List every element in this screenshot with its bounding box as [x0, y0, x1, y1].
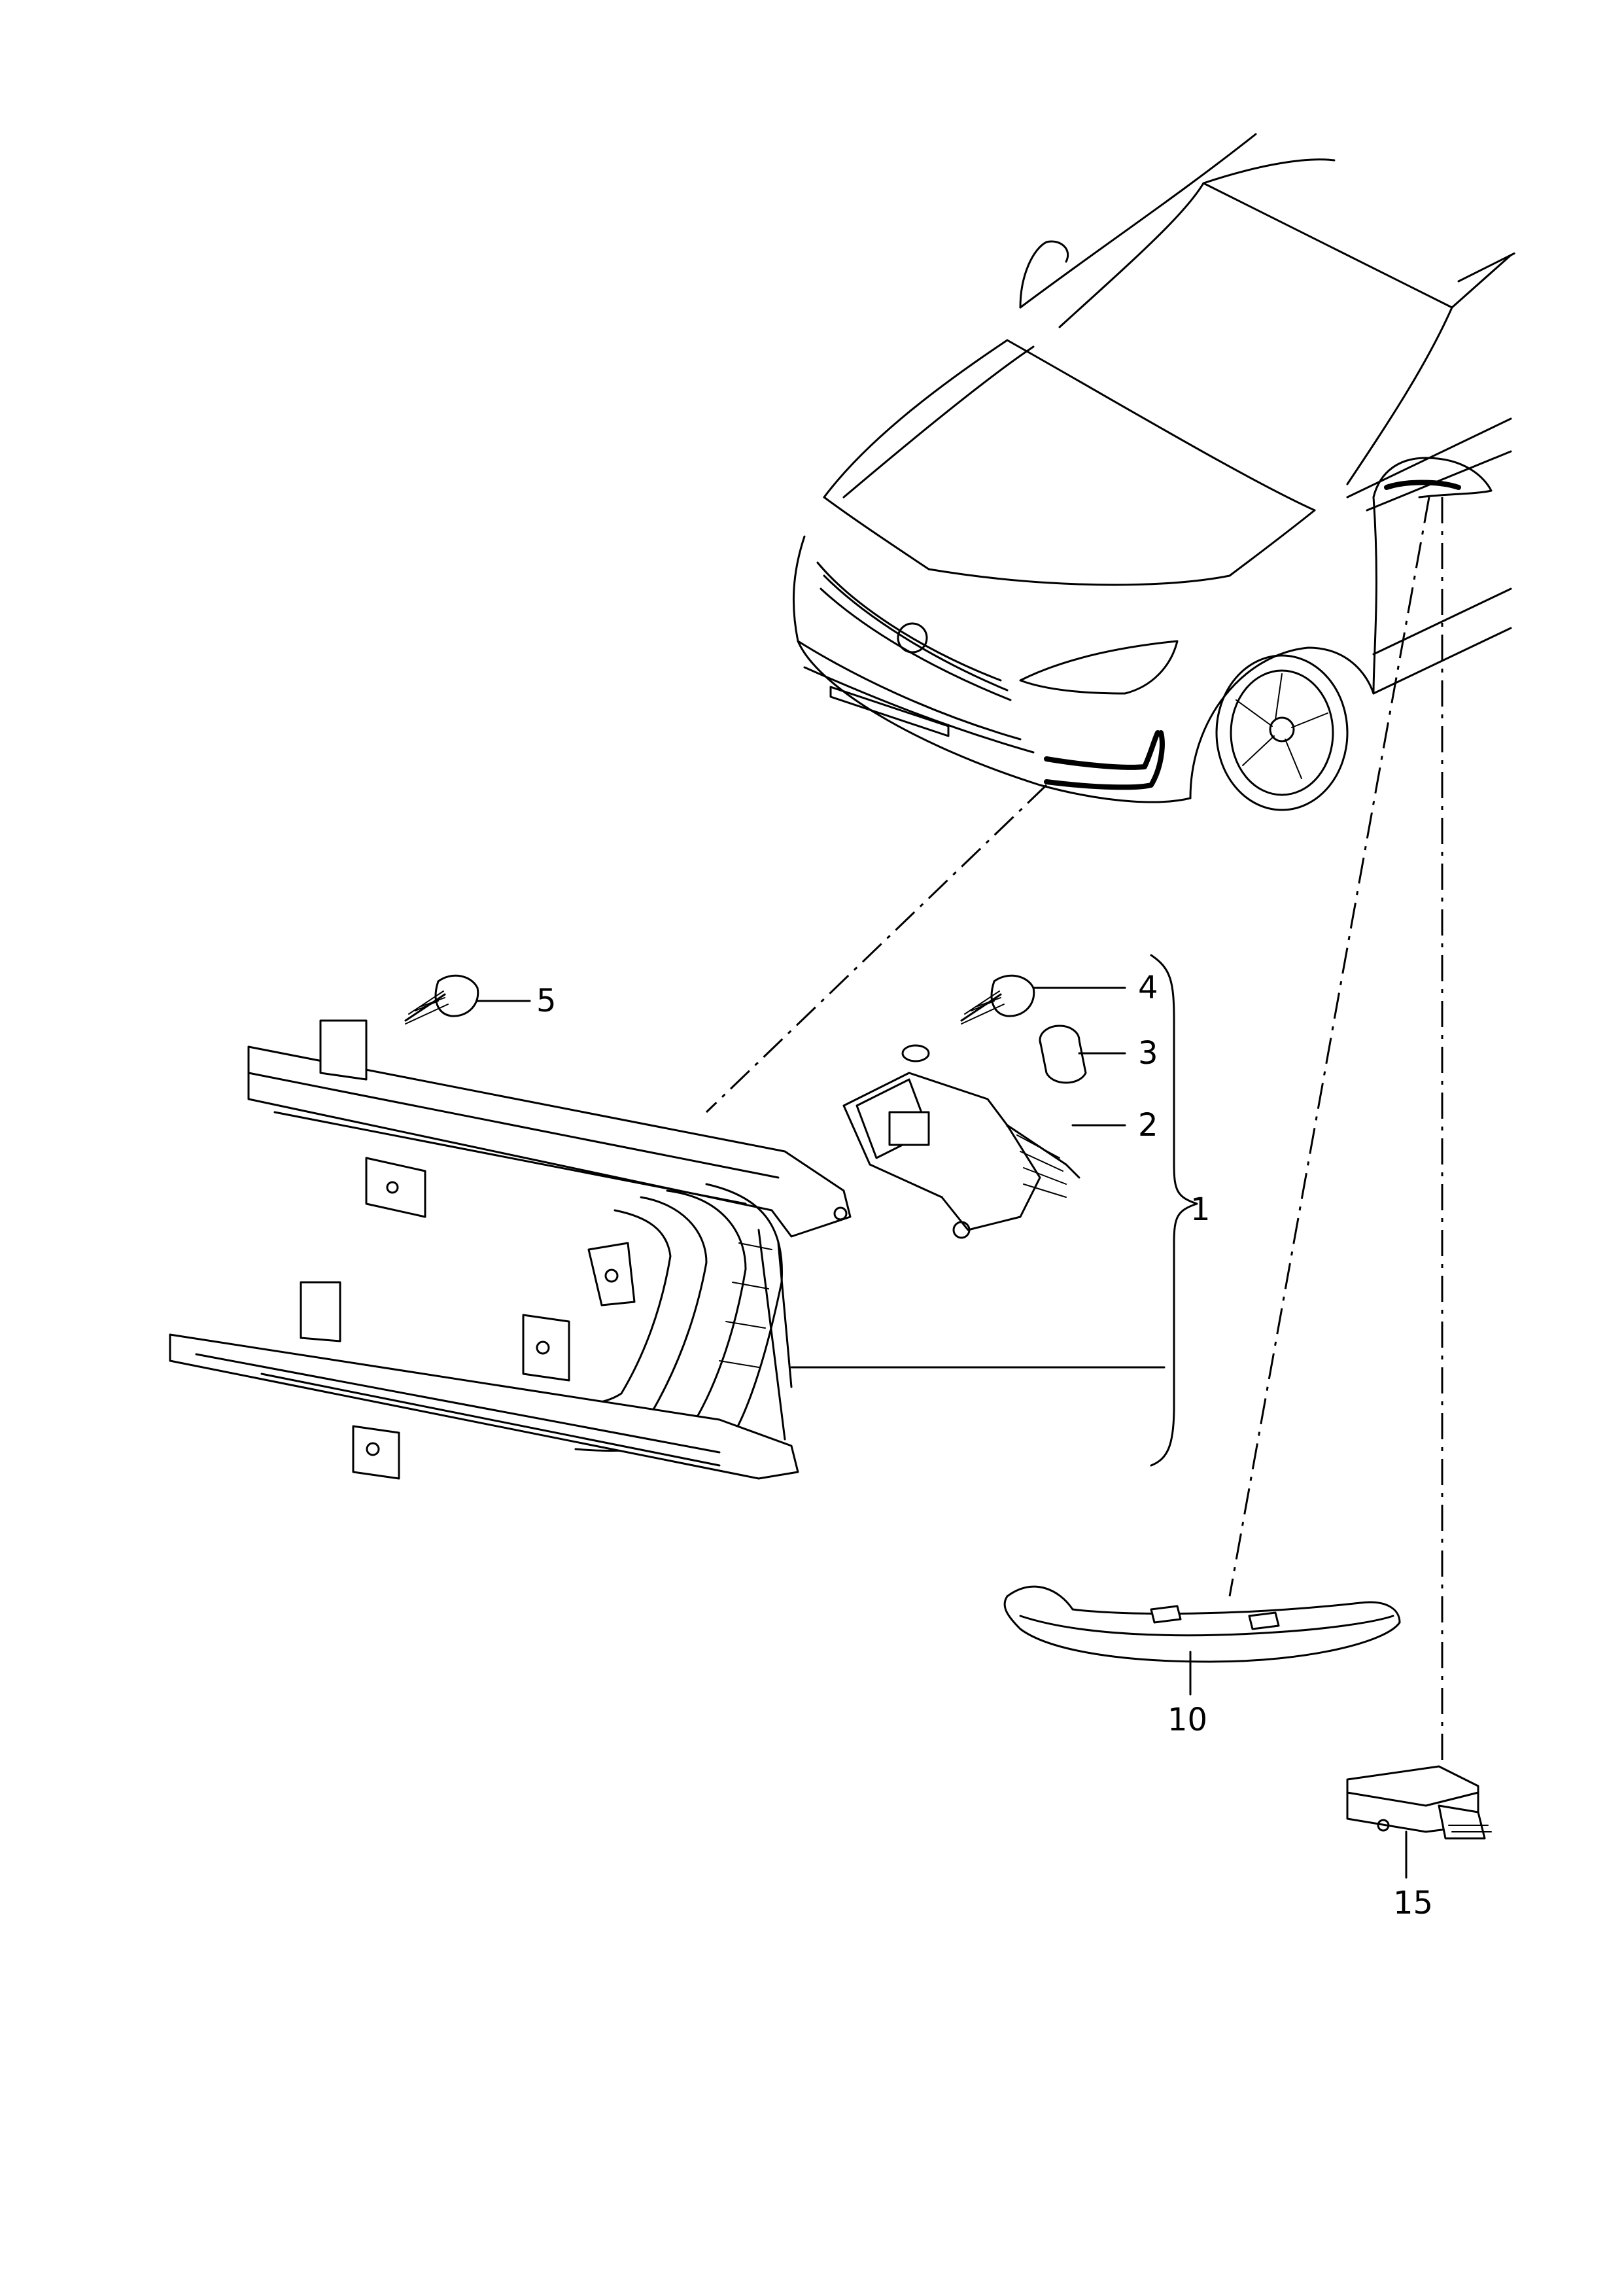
callout-leaders — [476, 987, 1408, 1879]
screw-part-4 — [960, 974, 1035, 1025]
callout-1: 1 — [1190, 1191, 1211, 1228]
callout-15: 15 — [1393, 1885, 1433, 1921]
fog-lamp-part-2 — [842, 1044, 1080, 1239]
light-module-part-15 — [1346, 1765, 1492, 1840]
callout-3: 3 — [1138, 1035, 1158, 1072]
dash-fog-lamp-leader — [705, 784, 1048, 1113]
callout-4: 4 — [1138, 970, 1158, 1006]
callout-5: 5 — [536, 983, 557, 1019]
mirror-turn-signal-part-10 — [1003, 1585, 1401, 1663]
callout-2: 2 — [1138, 1107, 1158, 1144]
dash-mirror-leader — [1228, 497, 1430, 1597]
screw-part-5 — [404, 974, 479, 1025]
car-illustration — [792, 133, 1515, 811]
callout-1-brace — [1150, 954, 1198, 1467]
fog-lamp-frame — [169, 1019, 852, 1480]
callout-10: 10 — [1167, 1702, 1207, 1738]
leader-lines — [705, 497, 1443, 1766]
spacer-part-3 — [1039, 1025, 1087, 1084]
